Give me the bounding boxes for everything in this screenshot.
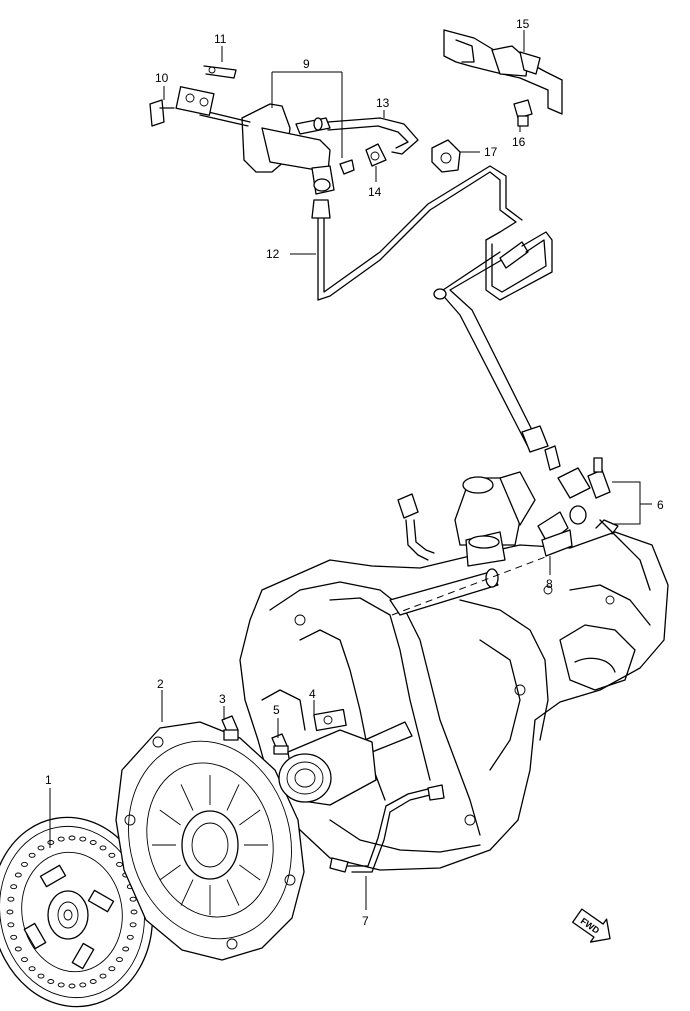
release-bearing — [278, 708, 377, 806]
rivet — [7, 896, 15, 902]
pressure-plate-fingers — [152, 775, 268, 915]
master-cylinder — [175, 86, 335, 195]
clip-17 — [431, 139, 461, 173]
rivet — [68, 983, 76, 989]
rivet — [108, 852, 116, 858]
callout-8: 8 — [546, 577, 553, 591]
rivet — [6, 909, 14, 915]
diaphragm-finger — [180, 784, 194, 811]
callout-labels: 1 2 3 4 5 6 7 8 9 10 11 12 13 14 15 16 1… — [45, 17, 664, 928]
callout-7: 7 — [362, 914, 369, 928]
pin-10 — [149, 99, 175, 127]
callout-12: 12 — [266, 247, 280, 261]
diaphragm-finger — [226, 784, 240, 811]
clamp-14 — [365, 143, 387, 167]
bolt-5 — [271, 733, 289, 755]
rivet — [99, 973, 107, 979]
rivet — [130, 909, 138, 915]
pressure-plate — [115, 721, 305, 961]
diaphragm-finger — [180, 879, 194, 906]
rivet — [57, 836, 65, 842]
clutch-pipe-lower — [329, 784, 445, 873]
rivet — [129, 922, 137, 928]
rivet — [116, 957, 123, 963]
rivet — [129, 896, 137, 902]
callout-17: 17 — [484, 145, 498, 159]
clutch-disc — [0, 816, 154, 1008]
rivet — [14, 872, 22, 878]
rivet — [108, 966, 116, 972]
bracket-8 — [537, 511, 573, 557]
transmission-housing — [239, 471, 669, 871]
rivet — [47, 979, 55, 984]
callout-4: 4 — [309, 687, 316, 701]
rivet — [21, 861, 28, 867]
diaphragm-finger — [239, 809, 261, 826]
fwd-arrow-badge: FWD — [572, 908, 611, 943]
leader-lines — [49, 30, 652, 910]
callout-14: 14 — [368, 185, 382, 199]
rivet — [68, 835, 76, 841]
callout-10: 10 — [155, 71, 169, 85]
rivet — [89, 979, 97, 984]
rivet — [7, 922, 15, 928]
rivet — [57, 982, 65, 988]
callout-9: 9 — [303, 57, 310, 71]
callout-15: 15 — [516, 17, 530, 31]
diaphragm-finger — [239, 864, 261, 881]
bolt-16 — [513, 99, 533, 127]
diaphragm-finger — [159, 809, 181, 826]
diaphragm-finger — [159, 864, 181, 881]
diaphragm-finger — [226, 879, 240, 906]
callout-11: 11 — [214, 32, 227, 46]
rivet — [89, 840, 97, 845]
clip-11 — [203, 65, 237, 79]
rivet — [28, 966, 36, 972]
callout-5: 5 — [273, 703, 280, 717]
fittings-6 — [557, 457, 619, 535]
clutch-pipe-12 — [311, 165, 523, 301]
rivet — [14, 946, 22, 952]
rivet — [122, 946, 130, 952]
rivet — [37, 845, 45, 851]
rivet — [47, 840, 55, 845]
clutch-hose-upper — [433, 231, 561, 471]
rivet — [10, 884, 18, 890]
rivet — [126, 934, 134, 940]
bolt-3 — [221, 715, 239, 741]
rivet — [79, 982, 87, 988]
callout-16: 16 — [512, 135, 526, 149]
bracket-15 — [443, 29, 563, 115]
rivet — [28, 852, 36, 858]
rivet — [37, 973, 45, 979]
rivet — [79, 836, 87, 842]
callout-13: 13 — [376, 96, 390, 110]
rivet — [10, 934, 18, 940]
callout-3: 3 — [219, 692, 226, 706]
rivet — [99, 845, 107, 851]
callout-1: 1 — [45, 773, 52, 787]
callout-2: 2 — [157, 677, 164, 691]
callout-6: 6 — [657, 498, 664, 512]
reservoir-hose — [327, 117, 419, 175]
rivet — [21, 957, 28, 963]
